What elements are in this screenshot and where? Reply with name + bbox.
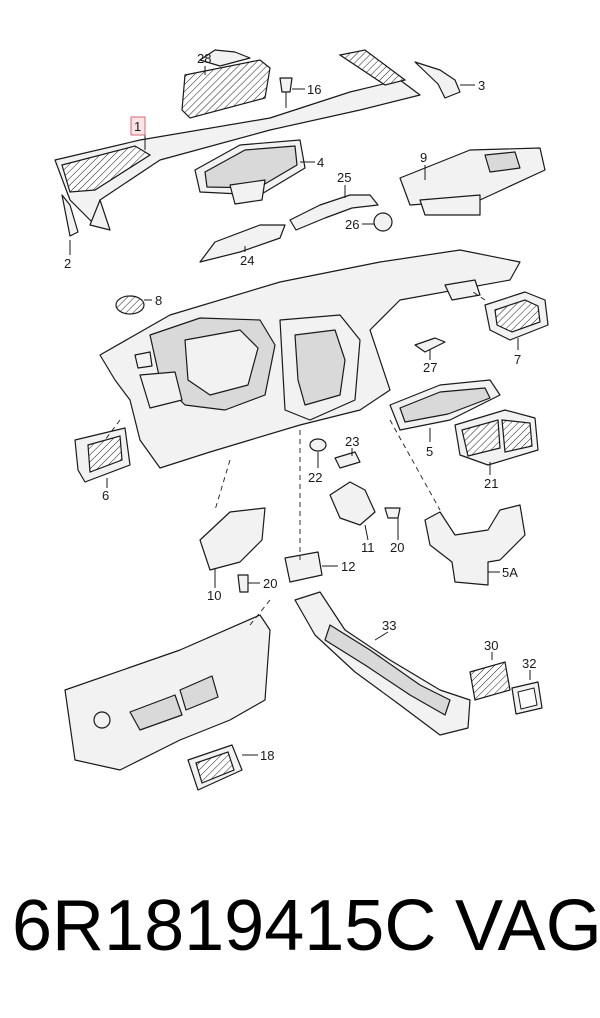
- callout-28: 28: [197, 51, 211, 66]
- cowl-panel-part-1: [54, 49, 421, 231]
- trim-strip-part-24: [199, 224, 286, 263]
- callout-10: 10: [207, 588, 221, 603]
- frame-part-32: [511, 681, 543, 715]
- callout-30: 30: [484, 638, 498, 653]
- callout-33: 33: [382, 618, 396, 633]
- exploded-parts-diagram: 1 2 3 28 16 4 9 25 26 24 8 7 27 6 5 21 2…: [54, 49, 549, 791]
- bracket-part-11: [329, 481, 376, 526]
- trim-piece-part-27: [414, 337, 446, 353]
- callout-22: 22: [308, 470, 322, 485]
- part-number: 6R1819415C: [12, 886, 437, 966]
- round-vent-part-8: [115, 295, 145, 315]
- callout-20b: 20: [263, 576, 277, 591]
- callout-20a: 20: [390, 540, 404, 555]
- callout-4: 4: [317, 155, 324, 170]
- bulkhead-panel: [64, 614, 271, 771]
- side-panel-part-10: [199, 507, 266, 571]
- callout-2: 2: [64, 256, 71, 271]
- callout-7: 7: [514, 352, 521, 367]
- dashboard-body: [99, 249, 521, 469]
- callout-18: 18: [260, 748, 274, 763]
- callout-27: 27: [423, 360, 437, 375]
- assembly-guide-lines: [104, 289, 486, 626]
- callout-1: 1: [134, 119, 141, 134]
- brand-label: VAG: [455, 886, 600, 966]
- callout-26: 26: [345, 217, 359, 232]
- fastener-part-16: [279, 77, 293, 108]
- callout-25: 25: [337, 170, 351, 185]
- center-vent-housing-part-5: [389, 379, 501, 431]
- vent-part-18: [187, 744, 243, 791]
- floor-duct-part-33: [294, 591, 471, 736]
- callout-3: 3: [478, 78, 485, 93]
- hose-part-25: [289, 194, 393, 232]
- duct-connector-part-12: [284, 551, 323, 583]
- callout-21: 21: [484, 476, 498, 491]
- side-vent-part-6: [74, 427, 131, 483]
- callout-11: 11: [361, 540, 375, 555]
- callout-8: 8: [155, 293, 162, 308]
- callout-labels: 1 2 3 28 16 4 9 25 26 24 8 7 27 6 5 21 2…: [64, 51, 536, 763]
- side-vent-part-7: [484, 291, 549, 341]
- clip-part-3: [414, 61, 461, 99]
- connector-part-23: [334, 451, 361, 469]
- knob-part-22: [309, 438, 327, 452]
- callout-24: 24: [240, 253, 254, 268]
- glovebox-lid-part-9: [399, 147, 546, 216]
- leader-lines: [69, 66, 531, 756]
- callout-5: 5: [426, 444, 433, 459]
- highlight-box-part-1: [130, 116, 146, 136]
- screw-part-20: [237, 507, 401, 593]
- vent-part-30: [469, 661, 511, 701]
- bracket-part-2: [61, 194, 79, 237]
- callout-16: 16: [307, 82, 321, 97]
- callout-23: 23: [345, 434, 359, 449]
- center-vents-part-21: [454, 409, 539, 466]
- callout-9: 9: [420, 150, 427, 165]
- air-duct-part-4: [194, 139, 306, 205]
- grille-part-28: [181, 49, 271, 119]
- callout-6: 6: [102, 488, 109, 503]
- callout-5a: 5A: [502, 565, 518, 580]
- callout-12: 12: [341, 559, 355, 574]
- callout-32: 32: [522, 656, 536, 671]
- air-duct-part-5a: [424, 504, 526, 586]
